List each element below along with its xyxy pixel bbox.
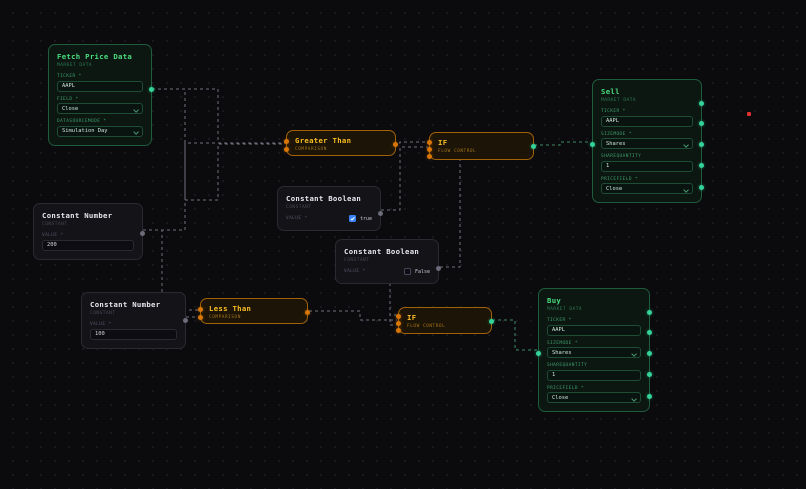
node-title: Buy <box>547 296 562 305</box>
output-port[interactable] <box>149 87 154 92</box>
node-title: Less Than <box>209 304 252 313</box>
input-port-false[interactable] <box>427 154 432 159</box>
field-label-field: FIELD * <box>57 96 79 102</box>
node-subtitle: FLOW CONTROL <box>438 148 477 154</box>
node-title: Sell <box>601 87 620 96</box>
node-sell[interactable]: Sell MARKET DATA TICKER * AAPL SIZEMODE … <box>590 79 704 204</box>
node-subtitle: CONSTANT <box>42 221 68 227</box>
boolean-toggle[interactable]: False <box>404 268 430 275</box>
node-subtitle: MARKET DATA <box>57 62 93 68</box>
output-port[interactable] <box>183 318 188 323</box>
input-port-a[interactable] <box>198 307 203 312</box>
input-port-true[interactable] <box>427 147 432 152</box>
field-label-ticker: TICKER * <box>601 109 626 115</box>
field-label-ticker: TICKER * <box>57 74 82 80</box>
input-port[interactable] <box>536 351 541 356</box>
node-constant-boolean-true[interactable]: Constant Boolean CONSTANT VALUE * true <box>277 186 383 231</box>
node-subtitle: CONSTANT <box>90 310 116 316</box>
ticker-input[interactable]: AAPL <box>601 115 693 127</box>
node-constant-boolean-false[interactable]: Constant Boolean CONSTANT VALUE * False <box>335 239 441 284</box>
node-buy[interactable]: Buy MARKET DATA TICKER * AAPL SIZEMODE *… <box>536 288 652 413</box>
output-port-5[interactable] <box>699 185 704 190</box>
boolean-value-label: true <box>359 215 372 222</box>
sizemode-select[interactable]: Shares <box>601 138 693 150</box>
node-subtitle: MARKET DATA <box>601 97 637 103</box>
node-title: IF <box>438 138 448 147</box>
field-label-sizemode: SIZEMODE * <box>547 340 578 346</box>
field-label-ticker: TICKER * <box>547 318 572 324</box>
value-input[interactable]: 100 <box>90 328 177 340</box>
checkbox-icon[interactable] <box>349 215 356 222</box>
field-label-value: VALUE * <box>344 269 366 275</box>
node-title: IF <box>407 313 417 322</box>
output-port[interactable] <box>531 144 536 149</box>
status-marker-dot <box>747 112 751 116</box>
node-title: Constant Number <box>90 300 161 309</box>
field-label-value: VALUE * <box>286 216 308 222</box>
input-port-condition[interactable] <box>427 140 432 145</box>
field-label-datasourcemode: DATASOURCEMODE * <box>57 119 107 125</box>
node-less-than[interactable]: Less Than COMPARISON <box>198 298 310 324</box>
boolean-toggle[interactable]: true <box>349 215 372 222</box>
node-title: Constant Boolean <box>344 247 420 256</box>
field-label-sharequantity: SHAREQUANTITY <box>601 154 642 160</box>
node-if-top[interactable]: IF FLOW CONTROL <box>427 132 536 160</box>
node-subtitle: CONSTANT <box>286 204 312 210</box>
input-port-b[interactable] <box>198 315 203 320</box>
ticker-input[interactable]: AAPL <box>57 80 143 92</box>
field-label-sharequantity: SHAREQUANTITY <box>547 363 588 369</box>
output-port[interactable] <box>393 142 398 147</box>
node-if-bottom[interactable]: IF FLOW CONTROL <box>396 307 494 334</box>
sharequantity-input[interactable]: 1 <box>601 160 693 172</box>
input-port-condition[interactable] <box>396 314 401 319</box>
boolean-value-label: False <box>414 268 430 275</box>
field-label-value: VALUE * <box>90 322 112 328</box>
input-port-b[interactable] <box>284 147 289 152</box>
field-label-sizemode: SIZEMODE * <box>601 131 632 137</box>
node-title: Constant Boolean <box>286 194 362 203</box>
input-port-false[interactable] <box>396 328 401 333</box>
input-port-true[interactable] <box>396 321 401 326</box>
pricefield-select[interactable]: Close <box>547 392 641 404</box>
node-subtitle: COMPARISON <box>295 146 327 152</box>
output-port[interactable] <box>140 231 145 236</box>
field-label-pricefield: PRICEFIELD * <box>601 176 639 182</box>
value-input[interactable]: 200 <box>42 239 134 251</box>
node-subtitle: COMPARISON <box>209 314 241 320</box>
field-label-pricefield: PRICEFIELD * <box>547 385 585 391</box>
datasourcemode-select[interactable]: Simulation Day <box>57 125 143 137</box>
output-port[interactable] <box>436 266 441 271</box>
input-port-a[interactable] <box>284 139 289 144</box>
output-port-2[interactable] <box>647 330 652 335</box>
sizemode-select[interactable]: Shares <box>547 347 641 359</box>
output-port-4[interactable] <box>699 163 704 168</box>
node-title: Fetch Price Data <box>57 52 133 61</box>
output-port[interactable] <box>489 319 494 324</box>
sharequantity-input[interactable]: 1 <box>547 369 641 381</box>
output-port-5[interactable] <box>647 394 652 399</box>
output-port-3[interactable] <box>647 351 652 356</box>
output-port-1[interactable] <box>647 310 652 315</box>
output-port-1[interactable] <box>699 101 704 106</box>
node-subtitle: FLOW CONTROL <box>407 323 446 329</box>
input-port[interactable] <box>590 142 595 147</box>
node-title: Greater Than <box>295 136 352 145</box>
node-greater-than[interactable]: Greater Than COMPARISON <box>284 130 398 156</box>
node-title: Constant Number <box>42 211 113 220</box>
output-port[interactable] <box>305 310 310 315</box>
checkbox-icon[interactable] <box>404 268 411 275</box>
node-fetch-price-data[interactable]: Fetch Price Data MARKET DATA TICKER * AA… <box>48 44 154 146</box>
node-constant-number-100[interactable]: Constant Number CONSTANT VALUE * 100 <box>81 292 188 349</box>
field-label-value: VALUE * <box>42 233 64 239</box>
node-subtitle: CONSTANT <box>344 257 370 263</box>
node-constant-number-200[interactable]: Constant Number CONSTANT VALUE * 200 <box>33 203 145 260</box>
output-port-2[interactable] <box>699 121 704 126</box>
output-port[interactable] <box>378 211 383 216</box>
pricefield-select[interactable]: Close <box>601 183 693 195</box>
node-subtitle: MARKET DATA <box>547 306 583 312</box>
output-port-4[interactable] <box>647 372 652 377</box>
field-select[interactable]: Close <box>57 103 143 115</box>
ticker-input[interactable]: AAPL <box>547 324 641 336</box>
output-port-3[interactable] <box>699 142 704 147</box>
